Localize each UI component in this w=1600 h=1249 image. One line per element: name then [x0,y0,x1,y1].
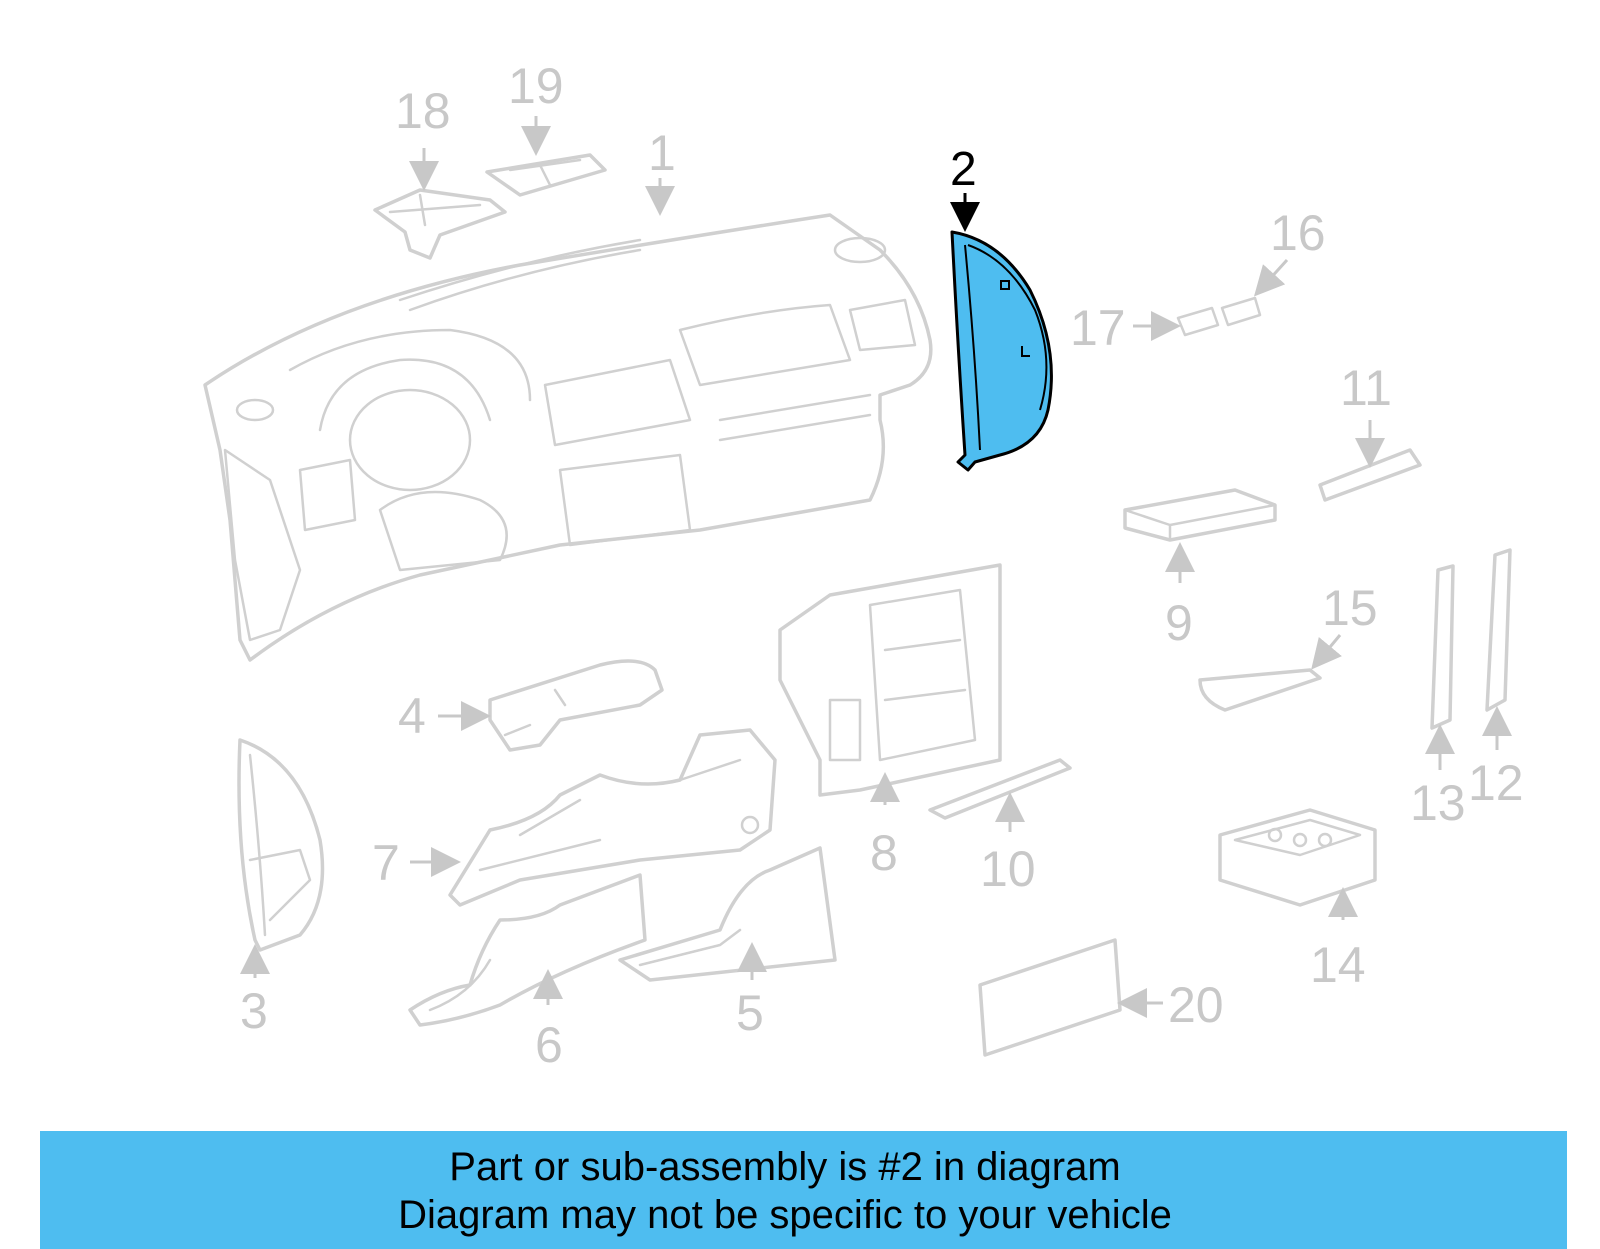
part-5-knee-bolster [618,846,837,982]
callout-13: 13 [1410,775,1466,831]
banner-line-2: Diagram may not be specific to your vehi… [398,1193,1172,1237]
part-10-trim-strip [928,758,1072,820]
callout-16: 16 [1270,205,1326,261]
part-4-bracket [488,659,664,752]
part-1-instrument-panel [203,213,933,662]
part-3-end-cover [237,738,325,952]
part-7-column-cover [448,728,777,907]
part-14-storage-bin [1218,808,1377,907]
part-8-center-bezel [778,563,1002,797]
callout-7: 7 [372,835,400,891]
callout-5: 5 [736,985,764,1041]
callout-19: 19 [508,58,564,114]
part-16-clip [1220,296,1262,327]
part-13-vertical-trim [1430,564,1455,730]
callout-14: 14 [1310,937,1366,993]
part-19-vent [485,153,607,197]
callout-17: 17 [1070,300,1126,356]
callout-2: 2 [950,143,977,196]
part-15-trim-plate [1198,668,1322,712]
part-2-end-cover [950,230,1053,472]
part-6-lower-panel [408,873,647,1027]
part-18-vent [373,188,507,260]
info-banner: Part or sub-assembly is #2 in diagram Di… [40,1131,1567,1249]
callouts: 1 2 3 4 5 6 7 8 9 10 11 12 13 14 15 16 1… [240,58,1524,1073]
part-20-panel [978,938,1122,1057]
callout-18: 18 [395,83,451,139]
part-9-module [1123,488,1277,542]
callout-6: 6 [535,1017,563,1073]
callout-8: 8 [870,825,898,881]
callout-20: 20 [1168,977,1224,1033]
part-17-clip [1176,306,1220,337]
callout-4: 4 [398,688,426,744]
callout-10: 10 [980,841,1036,897]
leader-lines [240,116,1512,1018]
callout-12: 12 [1468,755,1524,811]
callout-15: 15 [1322,580,1378,636]
callout-11: 11 [1340,360,1392,416]
callout-3: 3 [240,983,268,1039]
callout-9: 9 [1165,595,1193,651]
callout-1: 1 [648,125,676,181]
part-12-vertical-trim [1485,548,1512,712]
banner-line-1: Part or sub-assembly is #2 in diagram [449,1145,1121,1189]
